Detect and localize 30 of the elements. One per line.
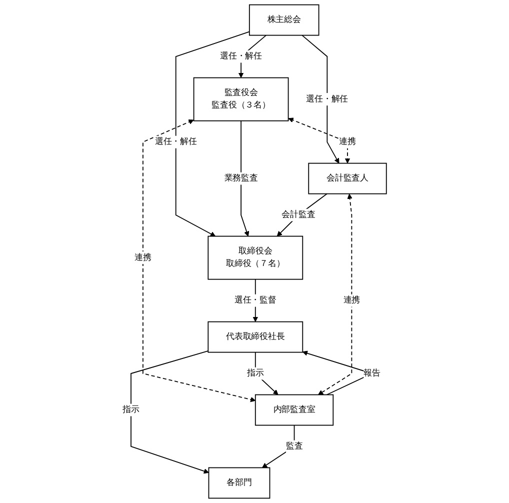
arrow [142, 119, 256, 402]
node-box: 会計監査人 [308, 162, 387, 194]
arrow [302, 34, 340, 164]
arrow [254, 352, 278, 395]
edge-label: 指示 [122, 404, 140, 414]
edge-label: 連携 [343, 295, 360, 306]
edge-label: 業務監査 [224, 173, 258, 184]
edge-label: 報告 [364, 368, 380, 378]
node-box: 内部監査室 [254, 394, 334, 426]
edge-label: 監査 [286, 441, 303, 451]
edge-label: 連携 [134, 252, 152, 262]
node-box: 取締役会 取締役（７名） [208, 236, 304, 280]
node-box: 代表取締役社長 [208, 321, 304, 353]
arrow [276, 193, 328, 236]
node-box: 各部門 [208, 467, 270, 499]
node-box: 監査役会 監査役（３名） [193, 77, 289, 122]
edge-label: 選任・解任 [306, 94, 348, 104]
arrow [288, 118, 350, 164]
arrow [318, 194, 352, 395]
edge-label: 選任・解任 [220, 51, 262, 62]
node-box: 株主総会 [248, 4, 320, 36]
arrow [262, 424, 295, 468]
edge-label: 会計監査 [282, 210, 316, 220]
arrow [240, 120, 250, 236]
edge-label: 連携 [339, 136, 356, 147]
edge-label: 選任・監督 [234, 295, 276, 306]
arrow [175, 31, 250, 236]
arrow [130, 350, 209, 474]
edge-label: 選任・解任 [154, 136, 197, 147]
edge-label: 指示 [247, 368, 264, 378]
